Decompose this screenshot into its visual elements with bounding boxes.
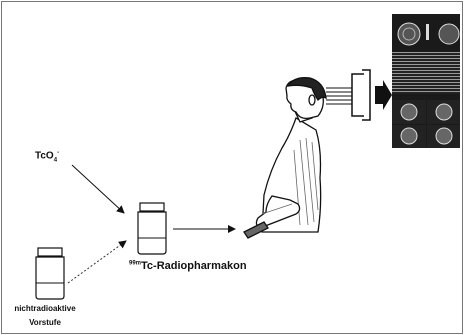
pertechnetate-label: TcO4-	[35, 150, 59, 163]
gamma-camera	[326, 70, 370, 120]
arrow-precursor	[68, 241, 126, 283]
precursor-label: nichtradioaktive Vorstufe	[5, 302, 85, 330]
precursor-vial	[36, 248, 64, 299]
radiopharmaceutical-vial	[138, 203, 166, 254]
scintigraphy-images	[392, 14, 460, 148]
output-arrow	[375, 80, 392, 110]
radiopharmaceutical-label: 99mTc-Radiopharmakon	[129, 260, 247, 272]
patient-figure	[244, 78, 326, 238]
arrow-pertechnetate	[72, 165, 124, 213]
